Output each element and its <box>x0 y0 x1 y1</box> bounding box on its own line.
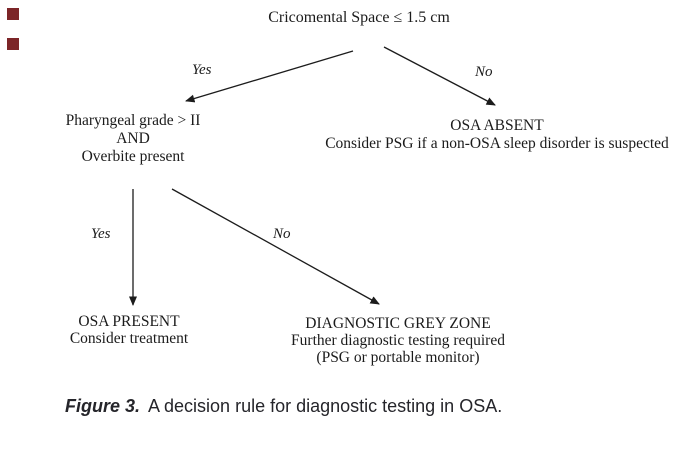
node-line: Pharyngeal grade > II <box>65 112 201 129</box>
arrow-pharyngeal-no <box>171 188 380 305</box>
figure-caption: Figure 3. A decision rule for diagnostic … <box>65 395 502 418</box>
node-osa-present: OSA PRESENT Consider treatment <box>70 313 188 347</box>
node-osa-absent: OSA ABSENT Consider PSG if a non-OSA sle… <box>325 117 669 153</box>
node-line: Consider PSG if a non-OSA sleep disorder… <box>325 135 669 152</box>
node-line: DIAGNOSTIC GREY ZONE <box>305 315 491 332</box>
node-line: Consider treatment <box>69 330 189 347</box>
node-line: Overbite present <box>81 148 185 165</box>
edge-label-no-1: No <box>475 64 493 80</box>
edge-label-yes-1: Yes <box>192 62 212 78</box>
node-cricomental-space: Cricomental Space ≤ 1.5 cm <box>268 9 450 27</box>
margin-marker-icon <box>7 8 19 20</box>
node-line: OSA PRESENT <box>78 313 180 330</box>
figure-caption-text: A decision rule for diagnostic testing i… <box>148 396 503 416</box>
node-line: OSA ABSENT <box>450 117 544 134</box>
node-diagnostic-grey-zone: DIAGNOSTIC GREY ZONE Further diagnostic … <box>291 315 505 366</box>
edge-label-yes-2: Yes <box>91 226 111 242</box>
node-line: AND <box>116 130 150 147</box>
figure-caption-label: Figure 3. <box>65 396 141 416</box>
node-line: (PSG or portable monitor) <box>316 349 480 366</box>
margin-marker-icon <box>7 38 19 50</box>
edge-label-no-2: No <box>273 226 291 242</box>
node-label: Cricomental Space ≤ 1.5 cm <box>268 9 450 26</box>
node-pharyngeal-condition: Pharyngeal grade > II AND Overbite prese… <box>66 112 201 166</box>
node-line: Further diagnostic testing required <box>291 332 505 349</box>
